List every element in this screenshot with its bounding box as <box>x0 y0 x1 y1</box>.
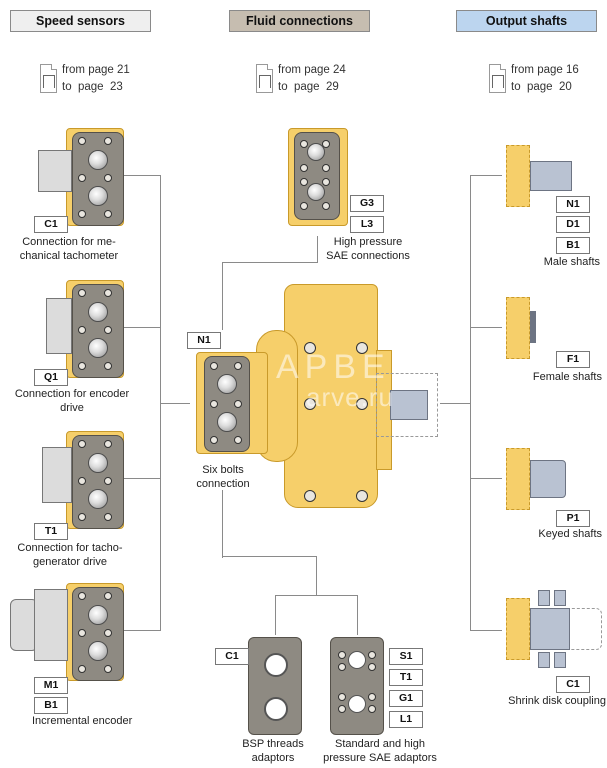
connector-line <box>357 595 358 635</box>
document-icon <box>40 64 57 93</box>
code-badge: S1 <box>389 648 423 665</box>
caption-line: SAE connections <box>326 250 410 262</box>
caption-tachogenerator: Connection for tacho- generator drive <box>10 541 130 569</box>
caption-line: adaptors <box>251 752 295 764</box>
caption-line: drive <box>60 402 84 414</box>
port-hole <box>264 697 288 721</box>
caption-line: BSP threads <box>242 738 304 750</box>
watermark-domain: arve.ru <box>306 382 394 412</box>
page-ref-output-shafts: from page 16 to page 20 <box>489 62 579 96</box>
connector-line <box>470 327 502 328</box>
female-shaft-drawing <box>506 297 586 359</box>
port-hole <box>264 653 288 677</box>
code-badge: Q1 <box>34 369 68 386</box>
page-ref-from: from page 16 <box>511 64 579 76</box>
caption-mechanical-tachometer: Connection for me- chanical tachometer <box>10 235 128 263</box>
high-pressure-sae-drawing <box>286 126 348 226</box>
caption-keyed-shafts: Keyed shafts <box>538 528 602 540</box>
speed-sensor-mechanical-tachometer-drawing <box>38 126 124 226</box>
code-badge: C1 <box>215 648 249 665</box>
code-badge: B1 <box>556 237 590 254</box>
watermark: APBE <box>276 348 391 386</box>
port-hole <box>348 695 366 713</box>
connector-line <box>123 175 161 176</box>
caption-six-bolts: Six bolts connection <box>180 463 266 491</box>
code-badge: C1 <box>556 676 590 693</box>
caption-high-pressure-sae: High pressure SAE connections <box>318 235 418 263</box>
connector-line <box>470 175 502 176</box>
caption-encoder-drive: Connection for encoder drive <box>8 387 136 415</box>
code-badge: N1 <box>187 332 221 349</box>
code-badge: T1 <box>389 669 423 686</box>
connector-line <box>316 556 317 596</box>
code-badge: P1 <box>556 510 590 527</box>
caption-line: generator drive <box>33 556 107 568</box>
caption-line: Connection for encoder <box>14 388 130 400</box>
connector-line <box>470 478 502 479</box>
connector-line <box>470 175 471 631</box>
connector-line <box>123 630 161 631</box>
caption-line: pressure SAE adaptors <box>323 752 437 764</box>
caption-bsp-adaptors: BSP threads adaptors <box>218 737 328 765</box>
document-icon <box>489 64 506 93</box>
page-ref-from: from page 24 <box>278 64 346 76</box>
caption-female-shafts: Female shafts <box>532 371 602 383</box>
code-badge: T1 <box>34 523 68 540</box>
caption-line: Standard and high <box>335 738 425 750</box>
code-badge: B1 <box>34 697 68 714</box>
code-badge: C1 <box>34 216 68 233</box>
connector-line <box>317 236 318 263</box>
connector-line <box>123 478 161 479</box>
code-badge: L3 <box>350 216 384 233</box>
keyed-shaft-drawing <box>506 448 586 510</box>
speed-sensor-encoder-drive-drawing <box>38 278 124 378</box>
sae-adaptor-drawing <box>330 637 384 735</box>
connector-line <box>222 262 223 330</box>
connector-line <box>123 327 161 328</box>
caption-sae-adaptors: Standard and high pressure SAE adaptors <box>322 737 438 765</box>
caption-incremental-encoder: Incremental encoder <box>32 715 133 727</box>
page-ref-to: to page 23 <box>62 81 123 93</box>
code-badge: L1 <box>389 711 423 728</box>
code-badge: N1 <box>556 196 590 213</box>
connector-line <box>160 403 190 404</box>
caption-line: High pressure <box>333 236 403 248</box>
page-ref-speed-sensors: from page 21 to page 23 <box>40 62 130 96</box>
page-ref-from: from page 21 <box>62 64 130 76</box>
code-badge: D1 <box>556 216 590 233</box>
caption-shrink-disk: Shrink disk coupling <box>508 695 606 707</box>
speed-sensor-tachogenerator-drawing <box>38 429 124 529</box>
caption-line: connection <box>196 478 250 490</box>
caption-line: Six bolts <box>202 464 244 476</box>
connector-line <box>470 630 502 631</box>
shrink-disk-coupling-drawing <box>506 590 606 672</box>
connector-line <box>222 556 317 557</box>
connector-line <box>222 262 318 263</box>
page-ref-fluid-connections: from page 24 to page 29 <box>256 62 346 96</box>
speed-sensor-incremental-encoder-drawing <box>8 581 124 681</box>
port-hole <box>348 651 366 669</box>
hydraulic-motor-drawing: APBE arve.ru <box>186 280 446 510</box>
page-ref-to: to page 29 <box>278 81 339 93</box>
page-ref-to: to page 20 <box>511 81 572 93</box>
document-icon <box>256 64 273 93</box>
header-fluid-connections: Fluid connections <box>229 10 370 32</box>
connector-line <box>275 595 276 635</box>
connector-line <box>275 595 358 596</box>
connector-line <box>440 403 470 404</box>
caption-line: chanical tachometer <box>19 250 119 262</box>
code-badge: G1 <box>389 690 423 707</box>
code-badge: G3 <box>350 195 384 212</box>
caption-line: Connection for tacho- <box>17 542 123 554</box>
header-speed-sensors: Speed sensors <box>10 10 151 32</box>
connector-line <box>222 490 223 558</box>
header-output-shafts: Output shafts <box>456 10 597 32</box>
bsp-adaptor-drawing <box>248 637 302 735</box>
male-shaft-drawing <box>506 145 586 207</box>
caption-line: Connection for me- <box>22 236 116 248</box>
code-badge: M1 <box>34 677 68 694</box>
code-badge: F1 <box>556 351 590 368</box>
caption-male-shafts: Male shafts <box>543 256 600 268</box>
